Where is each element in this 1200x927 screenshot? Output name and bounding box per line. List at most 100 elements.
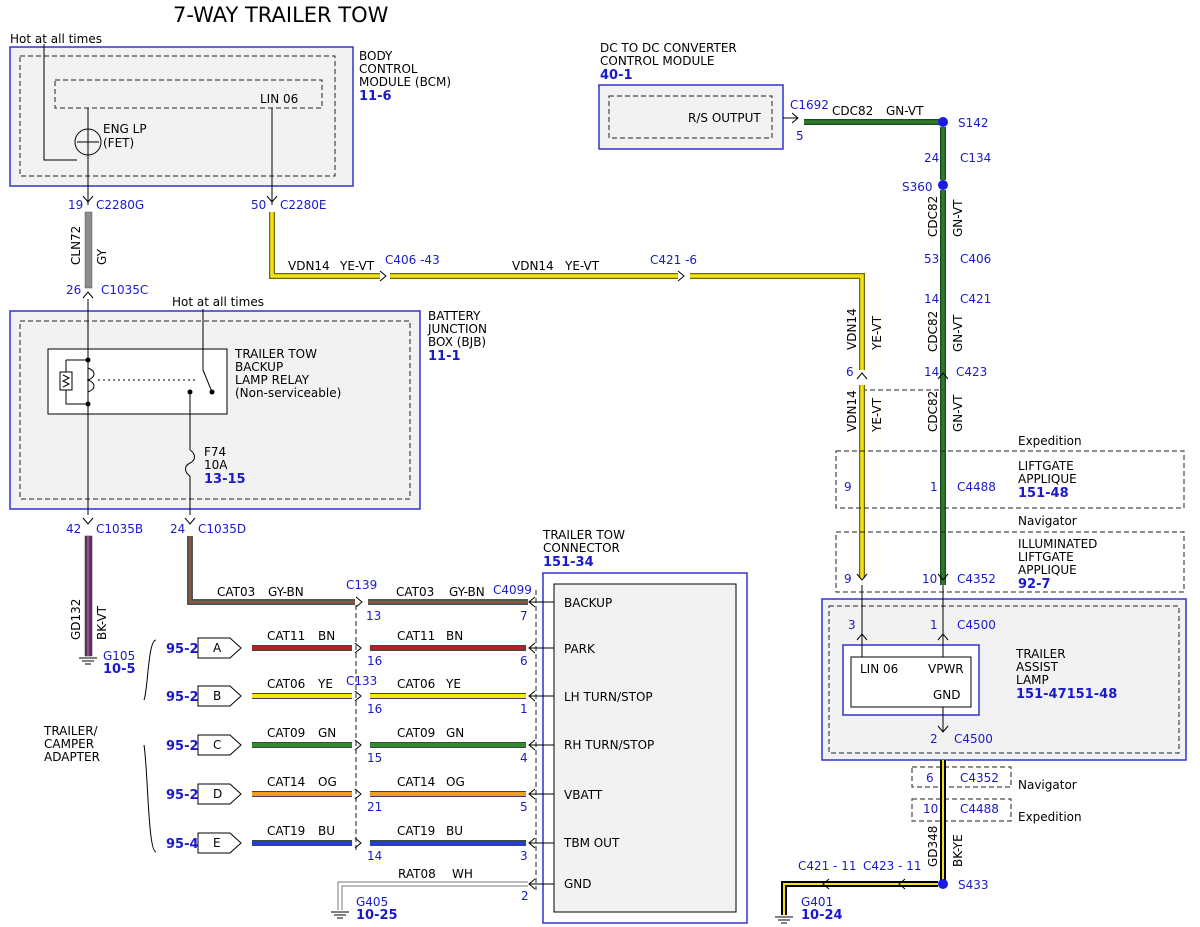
bcm-name-2: CONTROL (359, 62, 418, 76)
ground-g105-ref: 10-5 (103, 662, 136, 677)
pin-24b: 24 (924, 151, 939, 165)
dcdc-output: R/S OUTPUT (688, 111, 761, 125)
bcm-name-1: BODY (359, 49, 393, 63)
app2-conn: C4352 (957, 572, 996, 586)
c4352-nav-box (911, 766, 1012, 788)
eng-lp-label-2: (FET) (103, 136, 134, 150)
wire-label-cat03-a: CAT03 (217, 585, 255, 599)
fuse-label-1: F74 (204, 445, 226, 459)
lamp-ref: 151-47151-48 (1016, 687, 1117, 702)
wire-label-cdc82-d: CDC82 (926, 311, 940, 352)
bjb-name-2: JUNCTION (427, 322, 487, 336)
adapter-name-2: CAMPER (44, 737, 94, 751)
wire-label-yevt-b: YE-VT (564, 259, 600, 273)
wire-label-gd132: GD132 (69, 599, 83, 640)
app2-name-3: APPLIQUE (1018, 563, 1077, 577)
wire-label-yevt-c: YE-VT (870, 315, 884, 351)
wire-label-cat14-b: CAT14 (397, 775, 435, 789)
pin-19: 19 (68, 198, 83, 212)
wire-vdn14-c (690, 274, 864, 370)
ground-g401-ref: 10-24 (801, 908, 843, 923)
pin-6b: 6 (926, 771, 934, 785)
bcm-name-3: MODULE (BCM) (359, 75, 451, 89)
conn-c139: C139 (346, 578, 377, 592)
wire-label-color-b: OG (446, 775, 465, 789)
variant-exp-1: Expedition (1018, 434, 1082, 448)
variant-exp-2: Expedition (1018, 810, 1082, 824)
lamp-name-1: TRAILER (1015, 647, 1066, 661)
splice-s142 (938, 117, 948, 127)
arrow-c4352-ye (856, 573, 868, 581)
lamp-vpwr: VPWR (928, 662, 964, 676)
pin-left: 16 (367, 654, 382, 668)
pin-14b: 14 (924, 365, 939, 379)
arrow-mid (354, 642, 362, 654)
conn-c421-6: C421 -6 (650, 253, 697, 267)
wire-label-color-a: OG (318, 775, 337, 789)
conn-c1035b: C1035B (96, 522, 143, 536)
pin-right: 6 (520, 654, 528, 668)
pin-left: 16 (367, 702, 382, 716)
wire-label-vdn14-a: VDN14 (288, 259, 330, 273)
bcm-ref: 11-6 (359, 89, 392, 104)
wire-label-wh: WH (452, 867, 473, 881)
wire-vdn14-a (270, 212, 380, 278)
adapter-pin-letter: D (213, 787, 222, 801)
pin-left: 15 (367, 751, 382, 765)
arrow-c1035b (82, 517, 94, 525)
wire-label-rat08: RAT08 (398, 867, 436, 881)
wire-label-cat06-a: CAT06 (267, 677, 305, 691)
conn-c4500: C4500 (957, 618, 996, 632)
adapter-pin-letter: C (213, 738, 221, 752)
wire-label-cdc82-c: CDC82 (926, 196, 940, 237)
pin-right: 5 (520, 800, 528, 814)
adapter-pin-letter: E (213, 836, 221, 850)
conn-ref: 151-34 (543, 555, 594, 570)
fuse-ref: 13-15 (204, 472, 246, 487)
relay-switch (202, 369, 213, 393)
bjb-name-3: BOX (BJB) (428, 335, 486, 349)
app2-name-2: LIFTGATE (1018, 550, 1074, 564)
arrow-c1035c (82, 291, 94, 299)
splice-label-s360: S360 (902, 180, 933, 194)
wire-label-gnvt-d: GN-VT (951, 314, 965, 352)
app1-ref: 151-48 (1018, 486, 1069, 501)
conn-c1692: C1692 (790, 98, 829, 112)
dcdc-name-2: CONTROL MODULE (600, 54, 715, 68)
relay-label-3: LAMP RELAY (235, 373, 310, 387)
app2-pin-a: 9 (844, 572, 852, 586)
bcm-lin-box (54, 79, 323, 109)
dcdc-name-1: DC TO DC CONVERTER (600, 41, 737, 55)
wire-label-color-b: BU (446, 824, 463, 838)
adapter-ref: 95-2 (166, 690, 199, 705)
wire-label-bkvt: BK-VT (95, 605, 109, 640)
arrow-c4352-gn (937, 573, 949, 581)
pin-label-lh: LH TURN/STOP (564, 690, 653, 704)
arrow-c2280g (82, 195, 94, 203)
arrow-c406 (379, 270, 387, 282)
connector-inner (553, 583, 737, 913)
splice-s433 (938, 879, 948, 889)
wire-label-gd348: GD348 (926, 826, 940, 867)
wire-label-color-a: BN (318, 629, 335, 643)
pin-label-rh: RH TURN/STOP (564, 738, 654, 752)
wire-label-yevt-d: YE-VT (870, 397, 884, 433)
wire-label-color-b: BN (446, 629, 463, 643)
pin-13: 13 (366, 609, 381, 623)
bcm-lin: LIN 06 (260, 92, 298, 106)
pin-left: 21 (367, 800, 382, 814)
wire-label-cdc82-e: CDC82 (926, 391, 940, 432)
bjb-inner (19, 320, 411, 500)
dcdc-inner (608, 95, 773, 139)
arrow-c421-11 (822, 878, 830, 890)
conn-c4352b: C4352 (960, 771, 999, 785)
hot-label-bjb: Hot at all times (172, 295, 264, 309)
wire-label-gybn-b: GY-BN (449, 585, 485, 599)
lamp-inner (828, 605, 1180, 754)
wire-gd348-b (783, 883, 938, 915)
relay-label-4: (Non-serviceable) (235, 386, 341, 400)
pin-7: 7 (520, 609, 528, 623)
bcm-module (9, 46, 354, 187)
pin-6: 6 (846, 365, 854, 379)
pin-label-backup: BACKUP (564, 596, 612, 610)
